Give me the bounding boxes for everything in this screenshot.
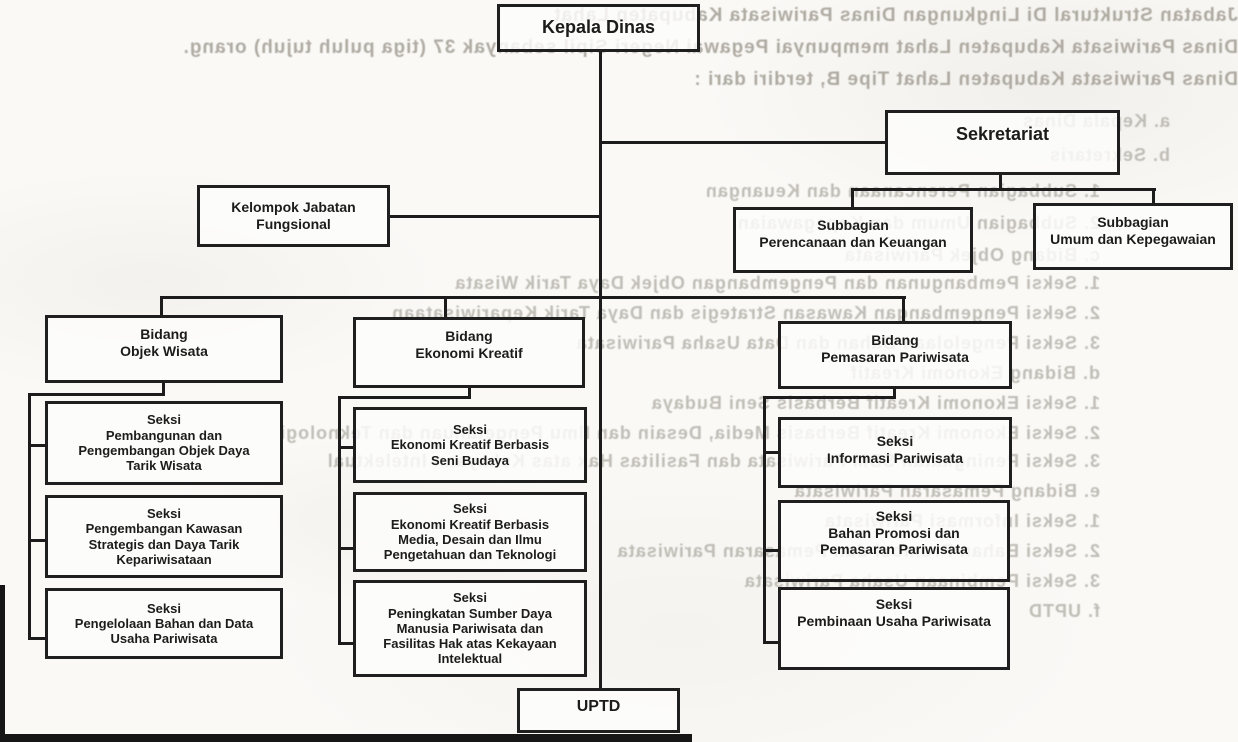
node-label: Bidang Objek Wisata: [120, 326, 208, 359]
node-seksi-bahan-promosi: Seksi Bahan Promosi dan Pemasaran Pariwi…: [778, 500, 1010, 582]
connector-subbagian-rail: [851, 188, 1156, 191]
bottom-edge-strip: [0, 734, 692, 742]
node-label: Subbagian Perencanaan dan Keuangan: [759, 217, 947, 250]
node-bidang-objek-wisata: Bidang Objek Wisata: [45, 315, 283, 383]
node-seksi-pembinaan-usaha: Seksi Pembinaan Usaha Pariwisata: [778, 587, 1010, 670]
connector-objek-out-drop: [162, 383, 165, 396]
node-label: Seksi Pengembangan Kawasan Strategis dan…: [85, 505, 243, 567]
connector-right-stub-2: [763, 549, 779, 552]
node-label: Seksi Pengelolaan Bahan dan Data Usaha P…: [74, 600, 254, 647]
bleedthrough-text: Dinas Pariwisata Kabupaten Lahat Tipe B,…: [693, 69, 1238, 90]
connector-perencanaan-drop: [851, 188, 854, 207]
connector-left-stub-3: [28, 637, 46, 640]
node-kepala-dinas: Kepala Dinas: [497, 4, 700, 52]
node-seksi-ekraf-media-desain: Seksi Ekonomi Kreatif Berbasis Media, De…: [353, 492, 587, 572]
connector-mid-stub-3: [338, 642, 354, 645]
connector-objek-drop: [160, 296, 163, 315]
node-label: Seksi Pembinaan Usaha Pariwisata: [797, 595, 991, 629]
connector-mid-stub-2: [338, 547, 354, 550]
node-seksi-pembangunan-pengembangan-objek: Seksi Pembangunan dan Pengembangan Objek…: [45, 401, 283, 485]
node-subbagian-umum-kepegawaian: Subbagian Umum dan Kepegawaian: [1033, 203, 1233, 270]
connector-mid-spine: [338, 396, 341, 645]
connector-mid-stub-1: [338, 446, 354, 449]
node-seksi-informasi-pariwisata: Seksi Informasi Pariwisata: [778, 417, 1012, 488]
connector-right-stub-1: [763, 451, 779, 454]
connector-sekretariat-drop: [999, 175, 1002, 191]
node-seksi-peningkatan-sdm: Seksi Peningkatan Sumber Daya Manusia Pa…: [353, 580, 587, 677]
connector-pemasaran-out-drop: [893, 389, 896, 399]
connector-umum-drop: [1152, 188, 1155, 203]
connector-ekraf-drop: [444, 296, 447, 317]
node-label: Bidang Ekonomi Kreatif: [415, 327, 523, 361]
connector-left-stub-2: [28, 539, 46, 542]
node-seksi-ekraf-seni-budaya: Seksi Ekonomi Kreatif Berbasis Seni Buda…: [353, 407, 587, 483]
connector-left-stub-1: [28, 444, 46, 447]
node-seksi-pengelolaan-bahan-data: Seksi Pengelolaan Bahan dan Data Usaha P…: [45, 588, 283, 659]
connector-right-stub-3: [763, 641, 779, 644]
node-bidang-pemasaran-pariwisata: Bidang Pemasaran Pariwisata: [778, 321, 1012, 389]
bleedthrough-text: 1. Seksi Pembangunan dan Pengembangan Ob…: [454, 273, 1100, 293]
bleedthrough-text: 1. Subbagian Perencanaan dan Keuangan: [704, 181, 1100, 201]
node-bidang-ekonomi-kreatif: Bidang Ekonomi Kreatif: [353, 317, 585, 388]
node-label: Seksi Ekonomi Kreatif Berbasis Media, De…: [383, 501, 557, 563]
node-label: Seksi Pembangunan dan Pengembangan Objek…: [78, 412, 250, 474]
node-label: Sekretariat: [955, 123, 1050, 144]
node-label: UPTD: [576, 698, 621, 716]
connector-bidang-rail: [160, 296, 906, 299]
node-label: Bidang Pemasaran Pariwisata: [821, 332, 969, 365]
node-label: Seksi Informasi Pariwisata: [826, 432, 964, 466]
node-label: Seksi Peningkatan Sumber Daya Manusia Pa…: [383, 590, 557, 667]
connector-left-spine: [28, 393, 31, 640]
connector-pemasaran-drop: [902, 296, 905, 321]
node-label: Subbagian Umum dan Kepegawaian: [1050, 213, 1216, 247]
connector-ekraf-out-drop: [468, 388, 471, 399]
node-uptd: UPTD: [517, 688, 680, 733]
connector-left-rail: [28, 393, 165, 396]
connector-sekretariat-branch: [599, 141, 885, 144]
node-seksi-pengembangan-kawasan-strategis: Seksi Pengembangan Kawasan Strategis dan…: [45, 495, 283, 578]
connector-trunk-vertical: [599, 52, 602, 691]
node-kelompok-jabatan-fungsional: Kelompok Jabatan Fungsional: [197, 185, 390, 247]
node-label: Kepala Dinas: [541, 17, 656, 38]
connector-kelompok-branch: [390, 215, 602, 218]
node-label: Kelompok Jabatan Fungsional: [231, 199, 356, 232]
connector-mid-rail: [338, 396, 471, 399]
node-label: Seksi Bahan Promosi dan Pemasaran Pariwi…: [820, 508, 968, 558]
connector-right-spine: [763, 396, 766, 644]
connector-right-rail: [763, 396, 896, 399]
node-sekretariat: Sekretariat: [885, 110, 1120, 175]
bleedthrough-text: f. UPTD: [1028, 601, 1100, 621]
node-label: Seksi Ekonomi Kreatif Berbasis Seni Buda…: [390, 422, 550, 468]
left-edge-strip: [0, 585, 5, 742]
node-subbagian-perencanaan-keuangan: Subbagian Perencanaan dan Keuangan: [733, 207, 973, 273]
